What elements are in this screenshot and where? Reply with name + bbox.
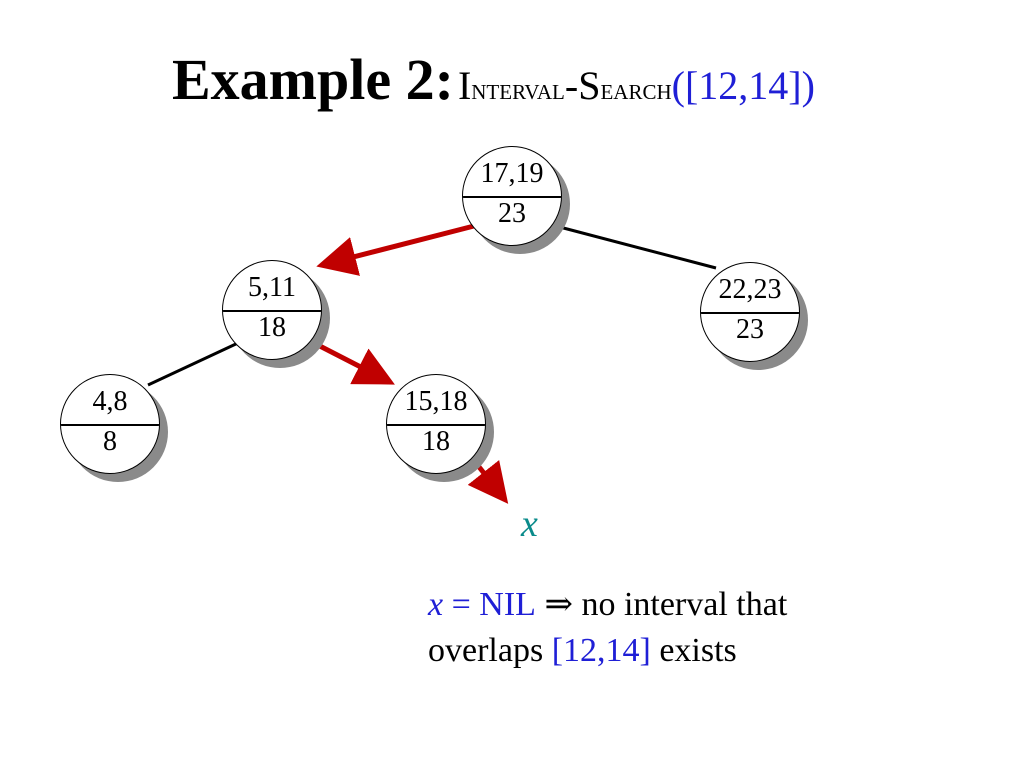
node-divider — [701, 312, 799, 314]
node-max: 18 — [422, 426, 450, 457]
node-interval: 5,11 — [248, 272, 296, 303]
tree-node-left-left: 4,8 8 — [60, 374, 168, 482]
tree-node-left: 5,11 18 — [222, 260, 330, 368]
node-interval: 17,19 — [480, 158, 544, 189]
node-max: 8 — [103, 426, 117, 457]
nil-pointer-label: x — [521, 503, 538, 545]
node-circle: 17,19 23 — [462, 146, 562, 246]
edge-root-right — [551, 223, 717, 270]
node-divider — [387, 424, 485, 426]
note-line2-post: exists — [650, 632, 737, 669]
node-max: 18 — [258, 312, 286, 343]
node-circle: 15,18 18 — [386, 374, 486, 474]
note-line2-pre: overlaps — [428, 632, 552, 669]
note-implies: ⇒ — [535, 586, 582, 623]
node-divider — [463, 196, 561, 198]
node-interval: 15,18 — [404, 386, 468, 417]
node-max: 23 — [736, 314, 764, 345]
conclusion-note: x = NIL ⇒ no interval that overlaps [12,… — [428, 582, 787, 674]
node-divider — [223, 310, 321, 312]
node-interval: 4,8 — [92, 386, 128, 417]
node-circle: 4,8 8 — [60, 374, 160, 474]
tree-node-root: 17,19 23 — [462, 146, 570, 254]
note-x: x — [428, 586, 444, 623]
note-line1-text: no interval that — [581, 586, 788, 623]
note-equals: = — [443, 586, 480, 623]
note-line-1: x = NIL ⇒ no interval that — [428, 582, 787, 628]
tree-node-left-right: 15,18 18 — [386, 374, 494, 482]
node-max: 23 — [498, 198, 526, 229]
search-arrow-root-left — [316, 223, 475, 276]
note-interval: [12,14] — [551, 632, 651, 669]
note-nil: NIL — [479, 586, 536, 623]
node-interval: 22,23 — [718, 274, 782, 305]
tree-node-right: 22,23 23 — [700, 262, 808, 370]
title-main: Example 2: — [172, 47, 454, 112]
title-argument: ([12,14]) — [671, 63, 815, 108]
note-line-2: overlaps [12,14] exists — [428, 628, 787, 674]
edge-left-leftleft — [147, 341, 239, 387]
node-circle: 22,23 23 — [700, 262, 800, 362]
node-divider — [61, 424, 159, 426]
title-function: Interval-Search — [457, 63, 672, 108]
search-arrow-left-leftright — [310, 339, 395, 385]
node-circle: 5,11 18 — [222, 260, 322, 360]
slide-title: Example 2: Interval-Search([12,14]) — [172, 46, 815, 116]
